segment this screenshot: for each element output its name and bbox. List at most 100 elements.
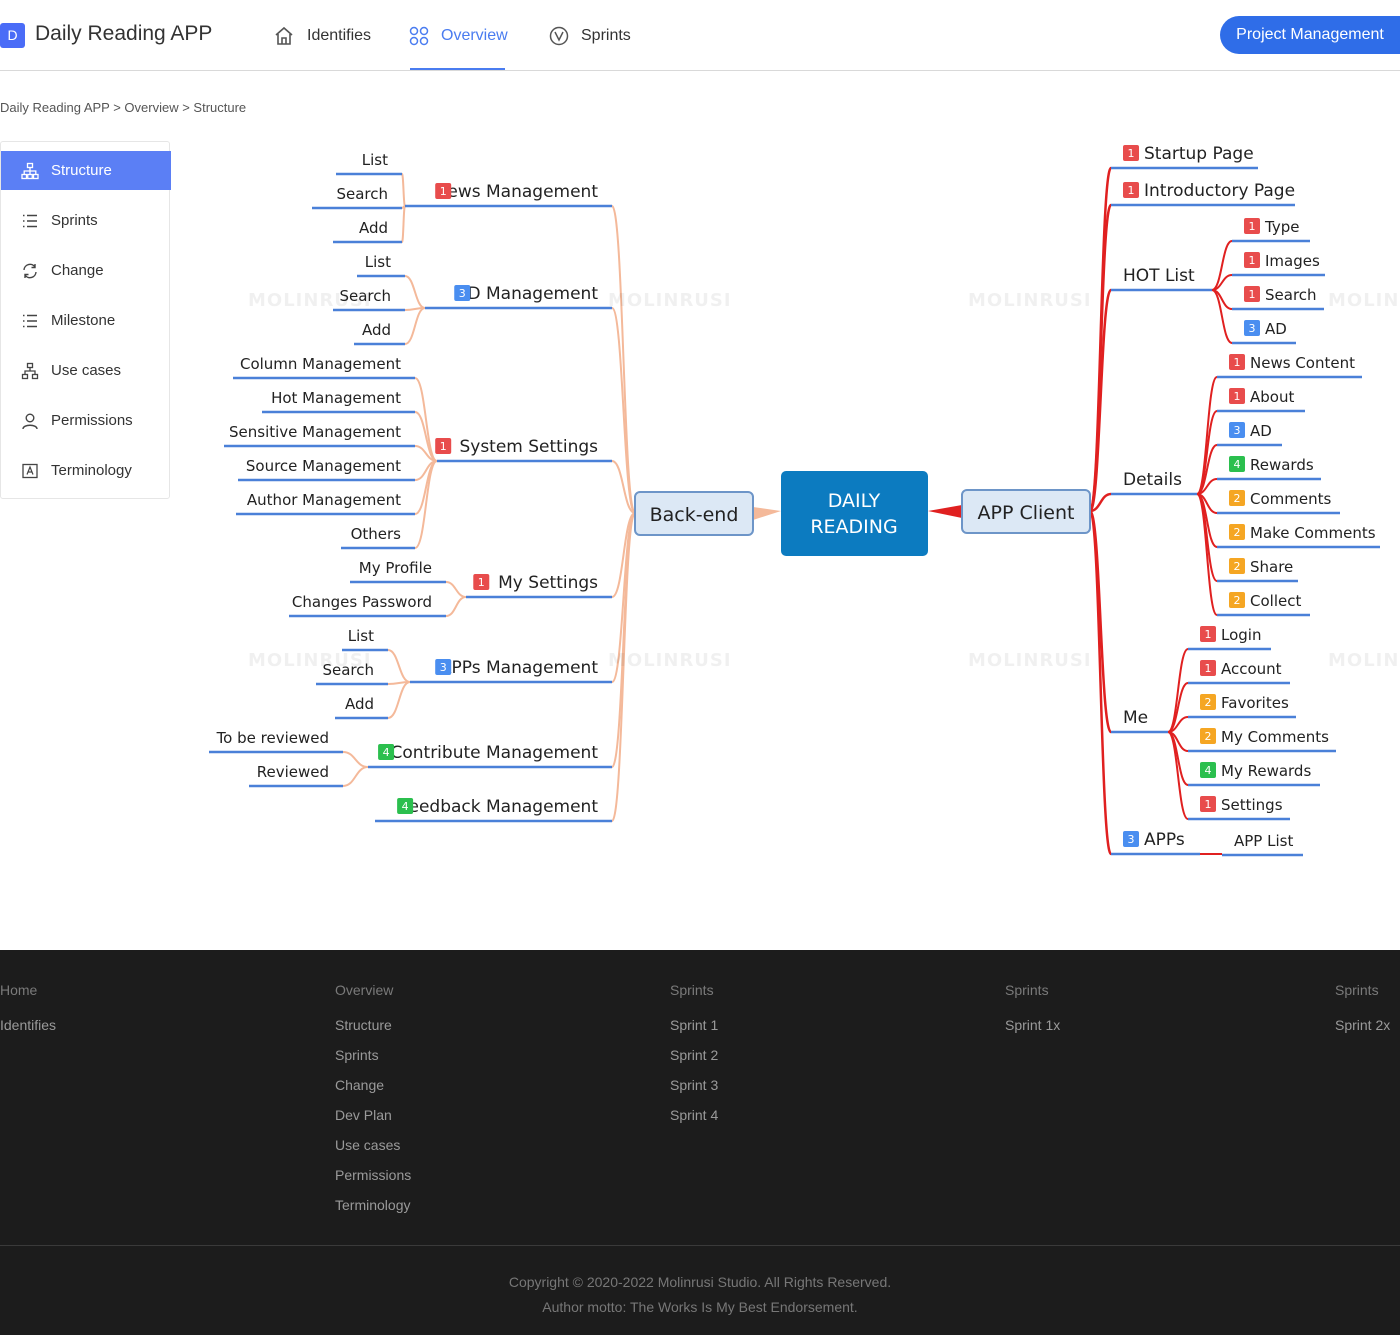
- sidebar-item-sprints[interactable]: Sprints: [1, 201, 171, 240]
- footer-link[interactable]: Dev Plan: [335, 1107, 392, 1123]
- copyright-text: Copyright © 2020-2022 Molinrusi Studio. …: [508, 1274, 892, 1290]
- app-title[interactable]: Daily Reading APP: [35, 22, 213, 45]
- mindmap-node-label: Reviewed: [257, 763, 329, 781]
- mindmap-node-label: AD: [1265, 320, 1287, 338]
- mindmap-node-label: List: [365, 253, 391, 271]
- nav-sprints[interactable]: Sprints: [549, 24, 631, 48]
- app-logo[interactable]: D: [0, 23, 25, 48]
- footer-column-sprints: Sprints Sprint 1 Sprint 2 Sprint 3 Sprin…: [670, 982, 718, 1137]
- footer-link[interactable]: Sprint 1: [670, 1017, 719, 1033]
- priority-number: 1: [1128, 147, 1135, 160]
- sidebar-item-change[interactable]: Change: [1, 251, 171, 290]
- priority-number: 2: [1234, 594, 1241, 607]
- mindmap-node-label: Login: [1221, 626, 1261, 644]
- mindmap-node-label: Add: [362, 321, 391, 339]
- priority-badge: [1229, 354, 1245, 370]
- client-branch[interactable]: [961, 489, 1091, 534]
- priority-badge: [1229, 388, 1245, 404]
- mindmap-node-label: Details: [1123, 470, 1182, 490]
- footer-link[interactable]: Sprint 3: [670, 1077, 719, 1093]
- mindmap-node-label: Search: [339, 287, 391, 305]
- sidebar-item-label: Permissions: [51, 412, 133, 429]
- sidebar-item-use-cases[interactable]: Use cases: [1, 351, 171, 390]
- nav-overview[interactable]: Overview: [409, 24, 508, 48]
- sidebar-item-label: Change: [51, 262, 104, 279]
- priority-badge: [1244, 286, 1260, 302]
- top-header: D Daily Reading APP Identifies Overview …: [0, 0, 1400, 71]
- central-topic-label: READING: [810, 516, 897, 538]
- priority-badge: [435, 659, 452, 675]
- sidebar-item-permissions[interactable]: Permissions: [1, 401, 171, 440]
- priority-badge: [1229, 456, 1245, 472]
- footer-link[interactable]: Structure: [335, 1017, 392, 1033]
- mindmap-node-label: My Rewards: [1221, 762, 1311, 780]
- footer-link[interactable]: Sprint 4: [670, 1107, 719, 1123]
- connector-line: [401, 205, 406, 243]
- footer-link[interactable]: Sprint 2: [670, 1047, 719, 1063]
- backend-branch[interactable]: [634, 491, 754, 536]
- footer: Home Identifies Overview Structure Sprin…: [0, 950, 1400, 1335]
- footer-column-home: Home Identifies: [0, 982, 56, 1047]
- priority-number: 1: [1249, 254, 1256, 267]
- sidebar-item-terminology[interactable]: Terminology: [1, 451, 171, 490]
- priority-badge: [378, 744, 395, 760]
- sidebar: Structure Sprints Change Milestone Use c…: [0, 141, 171, 499]
- mindmap-node-label: Add: [345, 695, 374, 713]
- priority-badge: [435, 183, 452, 199]
- mindmap-node-label: My Profile: [359, 559, 432, 577]
- footer-link[interactable]: Sprints: [335, 1047, 379, 1063]
- priority-number: 3: [459, 287, 466, 300]
- nav-identifies[interactable]: Identifies: [273, 24, 371, 48]
- priority-badge: [1200, 626, 1216, 642]
- priority-number: 1: [1234, 390, 1241, 403]
- priority-number: 4: [402, 800, 409, 813]
- sidebar-item-milestone[interactable]: Milestone: [1, 301, 171, 340]
- priority-number: 3: [1234, 424, 1241, 437]
- connector-line: [1211, 289, 1233, 344]
- sidebar-item-label: Use cases: [51, 362, 122, 379]
- hierarchy-icon: [21, 162, 39, 179]
- priority-number: 3: [1249, 322, 1256, 335]
- connector-line: [1088, 288, 1113, 513]
- backend-branch-label: Back-end: [650, 504, 739, 526]
- author-motto: Author motto: The Works Is My Best Endor…: [542, 1299, 858, 1315]
- nav-overview-label: Overview: [441, 27, 508, 44]
- central-topic[interactable]: [781, 471, 928, 556]
- priority-number: 3: [440, 661, 447, 674]
- nav-identifies-label: Identifies: [307, 27, 372, 44]
- mindmap-node-label: Others: [351, 525, 402, 543]
- footer-link[interactable]: Change: [335, 1077, 385, 1093]
- priority-number: 1: [1128, 184, 1135, 197]
- priority-number: 1: [478, 576, 485, 589]
- project-management-button[interactable]: Project Management: [1220, 16, 1400, 54]
- priority-number: 4: [383, 746, 390, 759]
- priority-badge: [1244, 320, 1260, 336]
- sidebar-item-structure[interactable]: Structure: [1, 151, 171, 190]
- change-icon: [23, 263, 37, 278]
- priority-badge: [473, 574, 490, 590]
- footer-column-sprints-2x: Sprints Sprint 2x: [1335, 982, 1390, 1047]
- connector-line: [1088, 509, 1113, 856]
- priority-number: 1: [1249, 288, 1256, 301]
- mindmap-node-label: Feedback Management: [400, 797, 599, 817]
- priority-badge: [1229, 422, 1245, 438]
- priority-badge: [1200, 762, 1216, 778]
- footer-link[interactable]: Permissions: [335, 1167, 412, 1183]
- footer-link[interactable]: Terminology: [335, 1197, 411, 1213]
- footer-link[interactable]: Use cases: [335, 1137, 401, 1153]
- footer-link[interactable]: Sprint 2x: [1335, 1017, 1391, 1033]
- glossary-icon: [22, 463, 38, 478]
- connector-line: [414, 460, 438, 549]
- mindmap-node-label: Changes Password: [292, 593, 432, 611]
- mindmap-node-label: Settings: [1221, 796, 1283, 814]
- footer-link[interactable]: Identifies: [0, 1017, 57, 1033]
- footer-link[interactable]: Sprint 1x: [1005, 1017, 1061, 1033]
- mindmap-node-label: APP List: [1234, 832, 1293, 850]
- priority-badge: [1200, 728, 1216, 744]
- footer-copyright: Copyright © 2020-2022 Molinrusi Studio. …: [0, 1270, 1400, 1320]
- priority-number: 3: [1128, 833, 1135, 846]
- sidebar-item-label: Sprints: [51, 212, 98, 229]
- mindmap-node-label: Search: [1265, 286, 1317, 304]
- connector-line: [404, 307, 426, 345]
